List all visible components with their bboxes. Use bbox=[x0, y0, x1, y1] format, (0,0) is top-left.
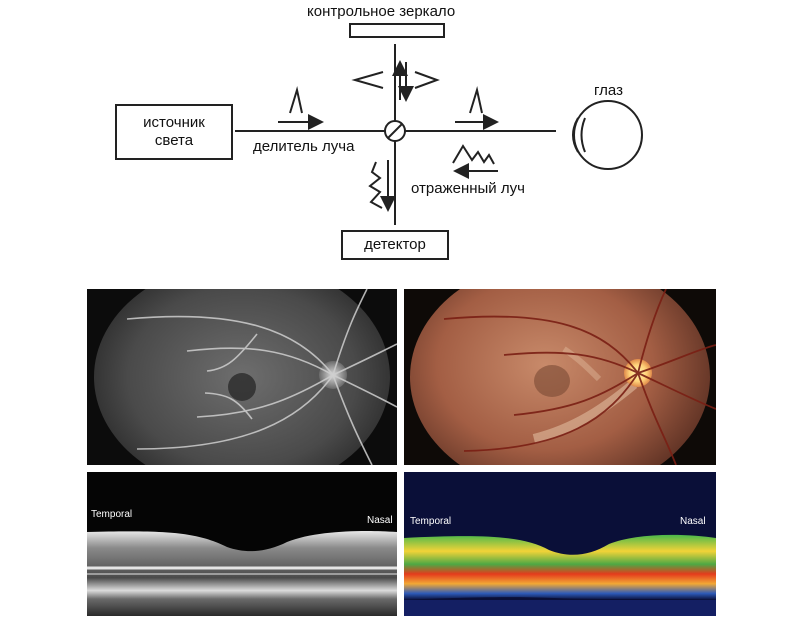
mirror-chevron-left bbox=[351, 71, 384, 89]
reference-mirror bbox=[349, 23, 445, 38]
reflected-pulse bbox=[452, 144, 495, 165]
reference-mirror-label: контрольное зеркало bbox=[307, 3, 456, 20]
oct-color-temporal-label: Temporal bbox=[410, 516, 452, 527]
detector-box: детектор bbox=[341, 230, 449, 260]
fluorescein-angiogram-image bbox=[87, 289, 397, 465]
oct-color-scan: Temporal Nasal bbox=[404, 472, 716, 616]
source-pulse bbox=[289, 86, 303, 114]
oct-grayscale-scan: Temporal Nasal bbox=[87, 472, 397, 616]
eye-label: глаз bbox=[594, 82, 623, 99]
mirror-chevron-right bbox=[414, 71, 440, 89]
eye-pulse bbox=[469, 86, 483, 114]
detector-pulse bbox=[368, 161, 383, 209]
oct-grayscale-nasal-label: Nasal bbox=[367, 515, 393, 526]
detector-label: детектор bbox=[364, 236, 426, 253]
eye-icon bbox=[573, 100, 643, 170]
light-source-line1: источник bbox=[143, 114, 205, 131]
color-fundus-image bbox=[404, 289, 716, 465]
beam-splitter-label: делитель луча bbox=[253, 138, 355, 155]
light-source-box: источник света bbox=[115, 104, 233, 160]
oct-principle-diagram bbox=[235, 44, 643, 225]
reflected-beam-label: отраженный луч bbox=[411, 180, 525, 197]
light-source-line2: света bbox=[154, 132, 194, 149]
oct-grayscale-temporal-label: Temporal bbox=[91, 509, 133, 520]
oct-color-nasal-label: Nasal bbox=[680, 516, 706, 527]
